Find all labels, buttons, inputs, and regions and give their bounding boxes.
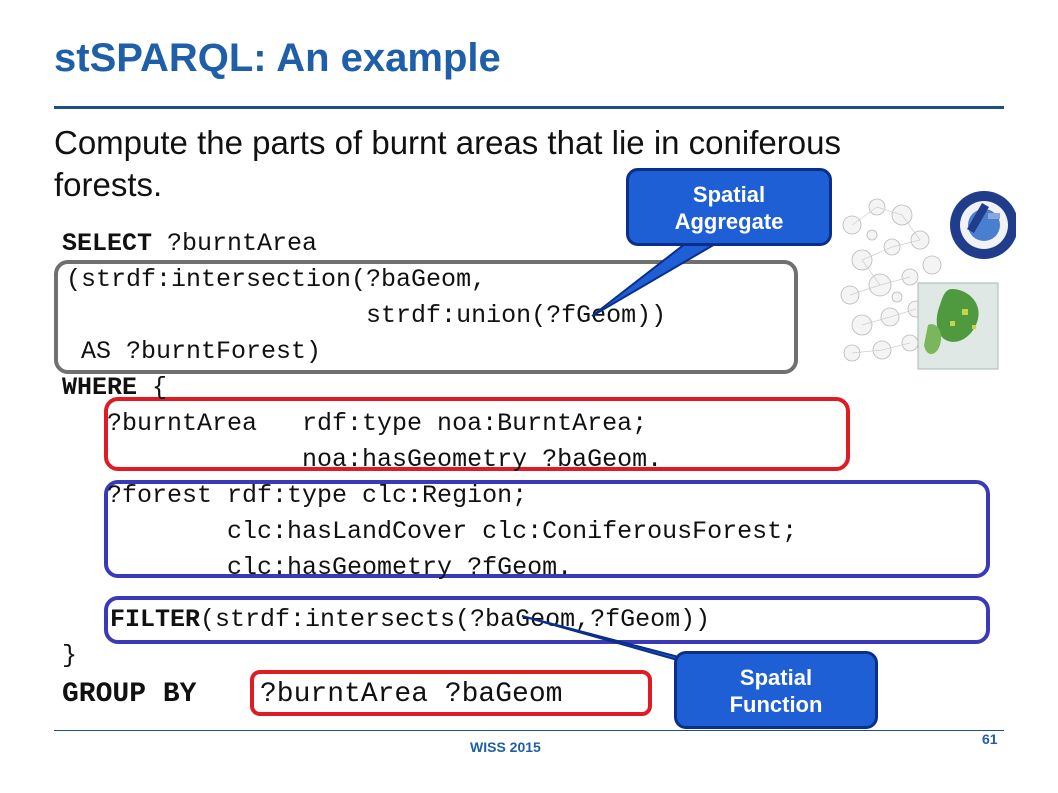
code-line-burntarea-type: ?burntArea rdf:type noa:BurntArea; bbox=[62, 409, 648, 438]
groupby-highlight-box bbox=[250, 670, 652, 716]
groupby-variables: ?burntArea ?baGeom bbox=[260, 679, 563, 710]
remote-sensing-institute-logo-icon bbox=[950, 191, 1016, 259]
spatial-function-callout: Spatial Function bbox=[674, 651, 878, 729]
code-line-forest-landcover: clc:hasLandCover clc:ConiferousForest; bbox=[62, 517, 798, 546]
aggregate-highlight-box bbox=[54, 260, 798, 374]
callout-text: Function bbox=[729, 692, 823, 717]
code-line-select: SELECT ?burntArea bbox=[62, 226, 317, 261]
page-number: 61 bbox=[982, 731, 998, 747]
footer-event: WISS 2015 bbox=[470, 739, 541, 755]
filter-expression: (strdf:intersects(?baGeom,?fGeom)) bbox=[200, 605, 711, 634]
code-line-as: AS ?burntForest) bbox=[66, 337, 322, 366]
code-line-forest-type: ?forest rdf:type clc:Region; bbox=[62, 481, 528, 510]
code-line-burntarea-geometry: noa:hasGeometry ?baGeom. bbox=[62, 445, 663, 474]
slide-title: stSPARQL: An example bbox=[54, 36, 501, 80]
code-line-union: strdf:union(?fGeom)) bbox=[66, 301, 667, 330]
slide-subtitle: Compute the parts of burnt areas that li… bbox=[54, 124, 841, 203]
callout-text: Spatial bbox=[739, 665, 813, 690]
callout-text: Spatial bbox=[692, 182, 766, 207]
aggregate-callout-pointer bbox=[591, 239, 726, 317]
burnt-area-pattern-box bbox=[104, 397, 850, 471]
filter-keyword: FILTER bbox=[110, 605, 201, 634]
ontology-graph-europe-map-icon bbox=[840, 191, 1016, 370]
code-line-close-brace: } bbox=[62, 641, 78, 670]
code-line-intersection: (strdf:intersection(?baGeom, bbox=[66, 265, 487, 294]
callout-text: Aggregate bbox=[674, 209, 784, 234]
select-variable: ?burntArea bbox=[152, 229, 318, 258]
where-keyword: WHERE bbox=[62, 373, 138, 402]
forest-pattern-box bbox=[104, 480, 990, 578]
code-line-forest-geometry: clc:hasGeometry ?fGeom. bbox=[62, 553, 573, 582]
where-brace: { bbox=[137, 373, 168, 402]
spatial-aggregate-callout: Spatial Aggregate bbox=[626, 168, 832, 246]
title-divider bbox=[54, 106, 1004, 109]
footer-divider bbox=[54, 730, 1004, 731]
code-line-where: WHERE { bbox=[62, 370, 167, 405]
groupby-keyword: GROUP BY bbox=[62, 679, 197, 710]
select-keyword: SELECT bbox=[62, 229, 153, 258]
code-line-filter: FILTER(strdf:intersects(?baGeom,?fGeom)) bbox=[110, 602, 710, 637]
filter-highlight-box bbox=[104, 596, 990, 644]
